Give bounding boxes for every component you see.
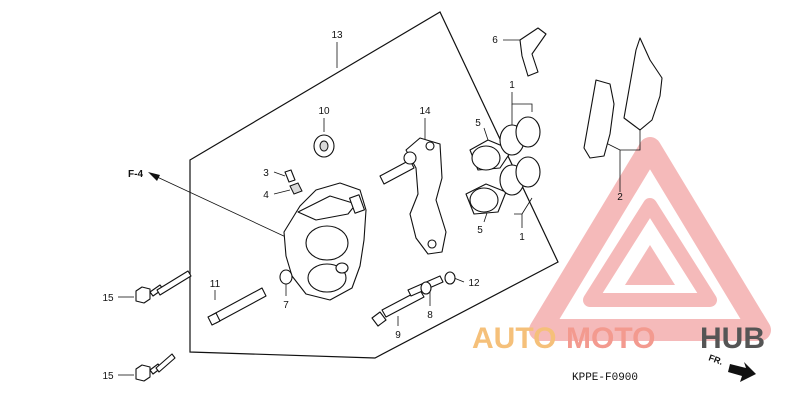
watermark-triangle-icon	[529, 137, 771, 341]
callout-14: 14	[419, 106, 431, 117]
callout-6: 6	[492, 35, 498, 46]
callout-1-top: 1	[509, 80, 515, 91]
reference-label: F-4	[128, 169, 143, 180]
callout-15-bottom: 15	[102, 371, 114, 382]
pin-8	[407, 275, 444, 297]
callout-13: 13	[331, 30, 343, 41]
callout-4: 4	[263, 190, 269, 201]
callout-3: 3	[263, 168, 269, 179]
spring-6	[519, 27, 547, 77]
washer-12	[444, 271, 456, 285]
boot-10	[313, 134, 335, 158]
caliper-body	[283, 182, 367, 301]
callout-1-bottom: 1	[519, 232, 525, 243]
leader-lines	[118, 39, 641, 376]
callout-9: 9	[395, 330, 401, 341]
diagram-code: KPPE-F0900	[572, 372, 638, 384]
pin-9	[371, 289, 425, 327]
bolt-15-top	[135, 270, 192, 304]
watermark-auto: AUTO	[472, 322, 556, 355]
seals-1	[499, 116, 541, 196]
pin-11	[207, 287, 267, 326]
callout-7: 7	[283, 300, 289, 311]
washer-7	[279, 269, 293, 285]
callout-11: 11	[210, 279, 221, 290]
callout-5-top: 5	[475, 118, 481, 129]
callout-12: 12	[468, 278, 480, 289]
assembly-frame	[189, 11, 559, 359]
bleeder-3-4	[284, 169, 303, 195]
front-direction-arrow-icon	[728, 362, 756, 382]
direction-label: FR.	[707, 352, 724, 366]
watermark-logo: AUTO MOTO HUB	[472, 322, 765, 355]
watermark-moto: MOTO	[566, 322, 655, 355]
pads-2	[583, 37, 663, 159]
watermark-hub: HUB	[700, 322, 765, 355]
piston-5-bottom	[465, 183, 507, 215]
callout-5-bottom: 5	[477, 225, 483, 236]
bracket-14	[379, 137, 447, 255]
callout-10: 10	[318, 106, 330, 117]
bolt-15-bottom	[135, 353, 176, 382]
callout-15-top: 15	[102, 293, 114, 304]
callout-2: 2	[617, 192, 623, 203]
callout-8: 8	[427, 310, 433, 321]
